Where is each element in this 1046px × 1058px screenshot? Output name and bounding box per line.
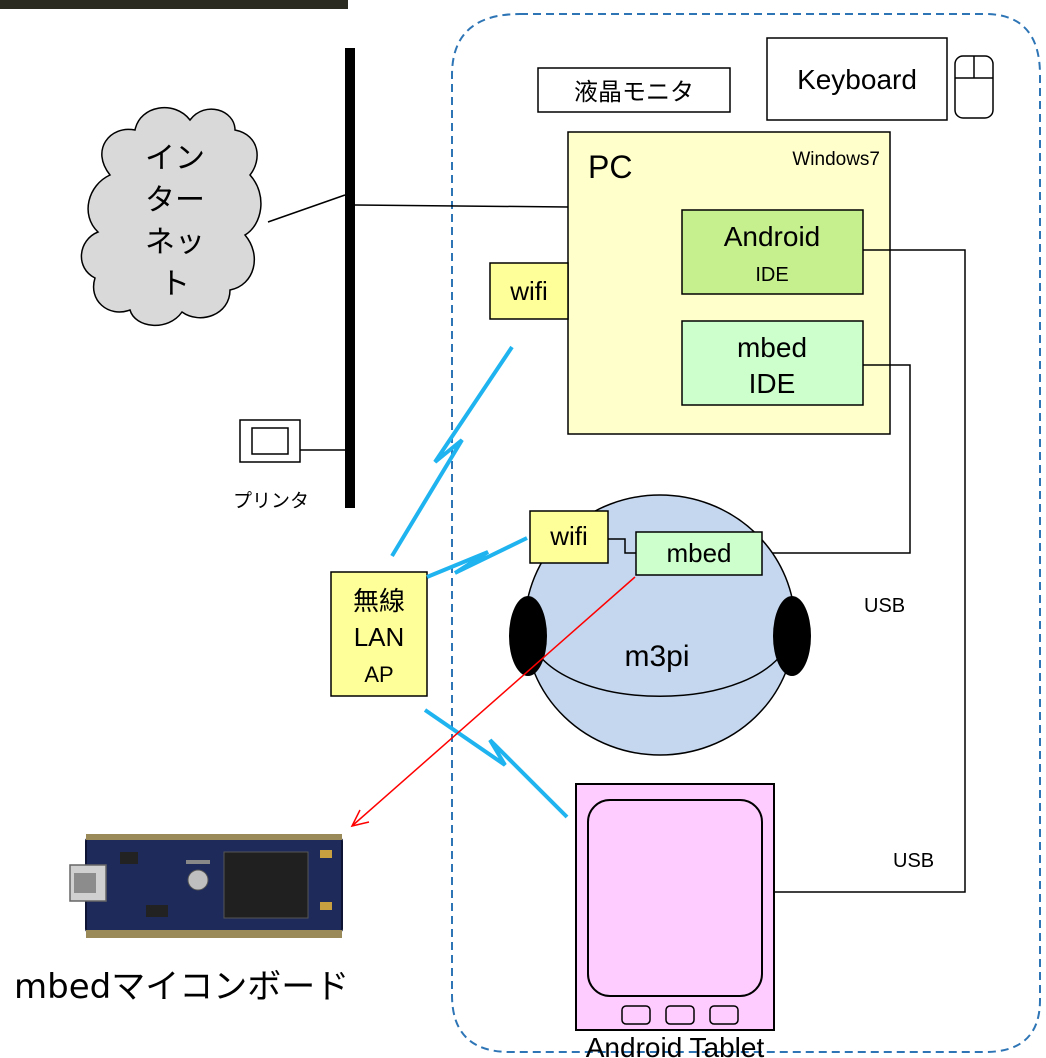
pc-label: PC bbox=[588, 149, 632, 185]
wireless-ap-line1: 無線 bbox=[353, 587, 405, 617]
printer-label: プリンタ bbox=[233, 490, 309, 512]
network-backbone bbox=[345, 48, 355, 508]
mbed-ide-line2: IDE bbox=[749, 368, 796, 399]
left-wheel bbox=[509, 596, 547, 676]
pc-wifi-box bbox=[489, 262, 569, 320]
robot-wifi-box bbox=[529, 510, 609, 564]
wireless-bolt-ap-pc bbox=[390, 345, 514, 558]
internet-label-line3: ネッ bbox=[145, 225, 205, 260]
wireless-bolt-ap-robot bbox=[426, 536, 528, 579]
mbed-ide-line1: mbed bbox=[737, 332, 807, 363]
wireless-ap-line2: LAN bbox=[354, 622, 405, 652]
m3pi-label: m3pi bbox=[624, 640, 689, 673]
wireless-ap-line3: AP bbox=[364, 662, 393, 687]
usb-label-bottom: USB bbox=[893, 850, 934, 872]
mbed-pointer-arrowhead bbox=[350, 809, 370, 828]
mouse-icon bbox=[954, 55, 994, 119]
robot-wifi-label: wifi bbox=[549, 521, 588, 551]
usb-label-top: USB bbox=[864, 595, 905, 617]
android-tablet bbox=[575, 783, 775, 1031]
tablet-label: Android Tablet bbox=[586, 1032, 765, 1058]
mbed-board-label: mbedマイコンボード bbox=[14, 967, 349, 1007]
right-wheel bbox=[773, 596, 811, 676]
android-ide-line2: IDE bbox=[755, 264, 788, 286]
wireless-ap-box bbox=[330, 571, 428, 697]
mbed-board-photo bbox=[68, 826, 346, 944]
tablet-button-left bbox=[621, 1005, 651, 1025]
internet-label-line4: ト bbox=[160, 267, 190, 302]
mbed-pointer-arrow bbox=[351, 576, 636, 827]
tablet-button-center bbox=[665, 1005, 695, 1025]
robot-wifi-mbed-link bbox=[608, 538, 637, 554]
internet-label-line1: イン bbox=[145, 141, 205, 176]
robot-mbed-box bbox=[635, 531, 763, 576]
android-ide-line1: Android bbox=[724, 221, 821, 252]
tablet-screen bbox=[587, 799, 763, 997]
robot-mbed-label: mbed bbox=[666, 538, 731, 568]
lcd-monitor-box bbox=[537, 67, 731, 113]
pc-network-link bbox=[354, 204, 569, 208]
keyboard-box bbox=[766, 37, 948, 121]
android-ide-box bbox=[681, 209, 864, 295]
printer-icon bbox=[239, 419, 301, 463]
usb-cable-mbed bbox=[762, 364, 911, 554]
system-boundary bbox=[451, 13, 1041, 1053]
internet-cloud: イン ター ネッ ト bbox=[80, 106, 262, 327]
usb-cable-tablet bbox=[775, 249, 966, 893]
keyboard-label: Keyboard bbox=[797, 64, 917, 95]
tablet-button-right bbox=[709, 1005, 739, 1025]
mbed-ide-box bbox=[681, 320, 864, 406]
lcd-monitor-label: 液晶モニタ bbox=[574, 78, 694, 106]
pc-wifi-label: wifi bbox=[509, 276, 548, 306]
top-image-strip bbox=[0, 0, 348, 9]
internet-label-line2: ター bbox=[145, 183, 205, 218]
internet-link bbox=[267, 194, 346, 223]
pc-os-label: Windows7 bbox=[792, 149, 880, 170]
wireless-bolt-ap-tablet bbox=[423, 708, 569, 819]
